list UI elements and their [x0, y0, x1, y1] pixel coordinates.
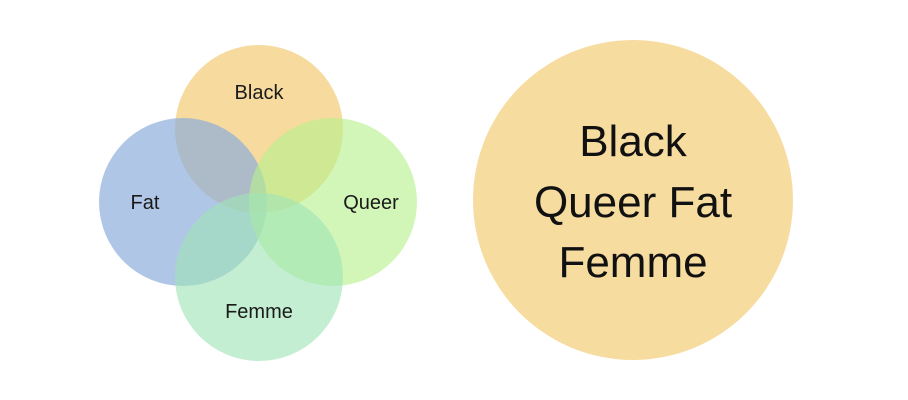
combined-identity: Black Queer Fat Femme [473, 40, 793, 360]
venn-label-fat: Fat [131, 192, 160, 214]
combined-label-line-2: Queer Fat [534, 178, 732, 227]
venn-label-femme: Femme [225, 301, 293, 323]
venn-label-black: Black [235, 82, 285, 104]
venn-diagram: Black Fat Queer Femme [99, 45, 417, 361]
combined-circle [473, 40, 793, 360]
combined-label-line-1: Black [579, 117, 688, 166]
venn-circle-femme [175, 193, 343, 361]
combined-label-line-3: Femme [558, 238, 707, 287]
venn-label-queer: Queer [343, 192, 399, 214]
